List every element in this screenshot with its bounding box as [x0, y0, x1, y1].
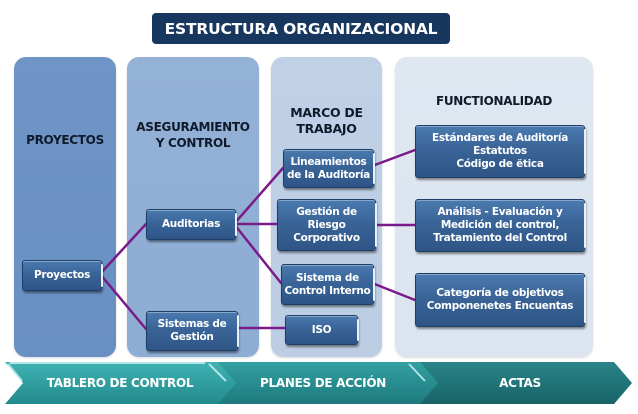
diagram-title: ESTRUCTURA ORGANIZACIONAL: [152, 13, 450, 44]
connector-control-categoria: [370, 281, 417, 302]
process-step-planes[interactable]: PLANES DE ACCIÓN: [260, 376, 386, 390]
chevron-tablero-control: [5, 362, 236, 404]
column-header-proyectos: PROYECTOS: [26, 133, 104, 147]
connector-auditorias-control: [232, 222, 283, 285]
node-sistemas-gestion[interactable]: Sistemas de Gestión: [146, 311, 239, 351]
node-categoria[interactable]: Categoría de objetivos Componenetes Encu…: [415, 273, 586, 327]
column-proyectos: PROYECTOS: [14, 57, 116, 357]
column-header-marco: MARCO DE TRABAJO: [290, 105, 363, 136]
process-step-tablero[interactable]: TABLERO DE CONTROL: [46, 376, 194, 390]
column-aseguramiento: ASEGURAMIENTO Y CONTROL: [127, 57, 259, 357]
process-step-actas[interactable]: ACTAS: [499, 376, 541, 390]
node-gestion-riesgo[interactable]: Gestión de Riesgo Corporativo: [277, 199, 377, 251]
node-analisis[interactable]: Análisis - Evaluación y Medición del con…: [415, 199, 586, 252]
node-proyectos[interactable]: Proyectos: [22, 260, 103, 291]
connector-auditorias-lineamientos: [232, 166, 285, 226]
connector-proyectos-auditorias: [98, 222, 148, 276]
node-sistema-control-interno[interactable]: Sistema de Control Interno: [281, 264, 375, 305]
connector-lineamientos-estandares: [370, 148, 417, 168]
node-iso[interactable]: ISO: [285, 315, 359, 345]
chevron-actas: [405, 362, 632, 404]
node-auditorias[interactable]: Auditorias: [146, 209, 237, 240]
column-header-aseguramiento: ASEGURAMIENTO Y CONTROL: [136, 120, 250, 150]
chevron-planes-accion: [205, 362, 438, 404]
node-lineamientos[interactable]: Lineamientos de la Auditoría: [283, 149, 375, 188]
column-header-funcionalidad: FUNCTIONALIDAD: [435, 94, 553, 108]
node-estandares[interactable]: Estándares de Auditoría Estatutos Código…: [415, 125, 586, 178]
connector-proyectos-sistemas: [98, 272, 148, 331]
